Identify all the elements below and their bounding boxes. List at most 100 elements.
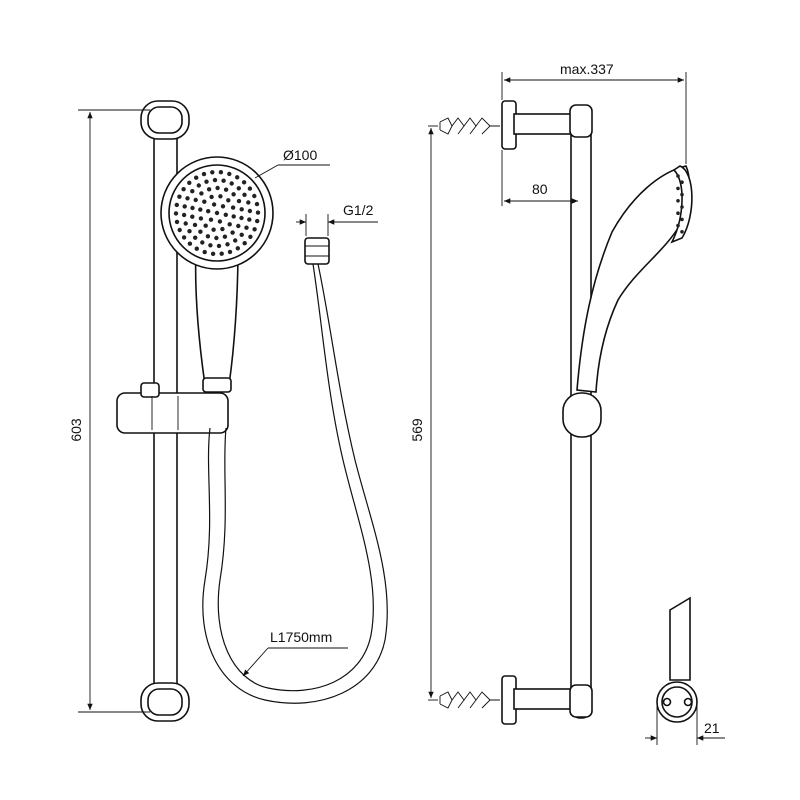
nozzle-dot (185, 196, 190, 201)
nozzle-dot (247, 186, 253, 191)
nozzle-dot (223, 187, 229, 192)
nozzle-dot (230, 230, 235, 235)
shower-hose-inner (217, 263, 374, 692)
nozzle-dot (181, 235, 187, 240)
shower-hose-outer (202, 263, 388, 704)
wall-plug-icon (439, 691, 500, 709)
side-nozzle-dot (676, 223, 680, 228)
dim-bracket-spacing: 569 (409, 125, 438, 701)
nozzle-dot (209, 194, 214, 200)
nozzle-dot (174, 202, 179, 208)
nozzle-dot (181, 187, 186, 192)
nozzle-dot (181, 212, 187, 218)
dim-max-projection: max.337 (501, 61, 687, 164)
nozzle-dot (217, 219, 223, 224)
nozzle-dot (239, 215, 244, 221)
nozzle-dot (212, 177, 218, 183)
nozzle-dot (223, 212, 228, 217)
nozzle-dot (236, 198, 242, 204)
nozzle-dot (211, 227, 216, 232)
nozzle-dot (230, 205, 236, 210)
front-bottom-bracket (140, 682, 190, 722)
nozzle-dot (218, 194, 223, 199)
nozzle-dot (183, 221, 188, 226)
nozzle-dot (211, 202, 217, 207)
nozzle-dot (204, 179, 209, 184)
nozzle-dot (205, 234, 211, 239)
dim-connection-thread: G1/2 (296, 202, 378, 236)
nozzle-dot (246, 200, 251, 205)
nozzle-dot (248, 234, 253, 239)
side-nozzle-dot (680, 217, 684, 222)
nozzle-dot (200, 240, 205, 245)
nozzle-dot (254, 201, 260, 207)
nozzle-dot (187, 180, 192, 185)
nozzle-dot (241, 180, 247, 185)
nozzle-dot (218, 170, 224, 175)
nozzle-dot (202, 249, 207, 255)
nozzle-dot (252, 193, 257, 199)
side-nozzle-dot (680, 230, 684, 234)
hose-length-label: L1750mm (270, 629, 332, 645)
nozzle-dot (227, 171, 232, 177)
nozzle-dot (190, 189, 195, 194)
nozzle-dot (196, 183, 201, 188)
wall-plug-icon (439, 117, 500, 135)
nozzle-dot (199, 191, 204, 196)
nozzle-dot (252, 227, 257, 232)
side-shower-handle (576, 165, 691, 393)
nozzle-dot (194, 246, 199, 251)
nozzle-dot (198, 216, 204, 221)
nozzle-dot (198, 207, 203, 212)
dim-hose-length: L1750mm (242, 629, 348, 677)
nozzle-dot (173, 211, 179, 216)
nozzle-dot (255, 210, 261, 215)
nozzle-dot (216, 243, 222, 249)
nozzle-dot (182, 204, 187, 209)
nozzle-dot (220, 204, 226, 209)
side-bottom-arm (513, 688, 577, 710)
bar-section-detail: 21 (645, 596, 725, 745)
nozzle-dot (193, 197, 198, 203)
side-nozzle-dot (680, 192, 684, 197)
side-nozzle-dot (680, 205, 684, 209)
nozzle-dot (208, 243, 213, 248)
nozzle-dot (220, 226, 225, 232)
nozzle-dot (233, 238, 238, 243)
bracket-spacing-label: 569 (409, 418, 425, 442)
nozzle-dot (247, 208, 253, 214)
nozzle-dot (208, 217, 214, 222)
side-view: max.337 80 569 (409, 61, 693, 725)
front-view: 603 Ø100 G1/2 L1750mm (68, 100, 388, 722)
nozzle-dot (235, 246, 240, 251)
nozzle-dot (231, 192, 236, 197)
front-shower-head (160, 156, 274, 270)
bar-projection-label: 80 (532, 181, 548, 197)
nozzle-dot (201, 171, 207, 177)
nozzle-dot (231, 214, 236, 219)
front-slider-holder (116, 382, 229, 434)
side-nozzle-dot (680, 180, 684, 184)
total-height-label: 603 (68, 418, 84, 442)
nozzle-dot (214, 210, 220, 216)
nozzle-dot (187, 229, 192, 234)
nozzle-dot (203, 223, 208, 228)
nozzle-dot (210, 170, 215, 175)
nozzle-dot (222, 234, 228, 239)
nozzle-dot (226, 198, 231, 203)
nozzle-dot (193, 235, 198, 240)
nozzle-dot (177, 194, 182, 199)
side-nozzle-dot (676, 174, 680, 178)
nozzle-dot (236, 223, 241, 229)
nozzle-dot (221, 178, 226, 183)
nozzle-dot (244, 225, 249, 230)
max-projection-label: max.337 (560, 61, 614, 77)
nozzle-dot (239, 207, 244, 212)
nozzle-dot (190, 205, 195, 211)
side-top-arm (513, 113, 577, 135)
nozzle-dot (235, 175, 240, 180)
nozzle-dot (255, 218, 260, 224)
nozzle-dot (247, 217, 252, 222)
side-nozzle-dot (676, 186, 680, 191)
